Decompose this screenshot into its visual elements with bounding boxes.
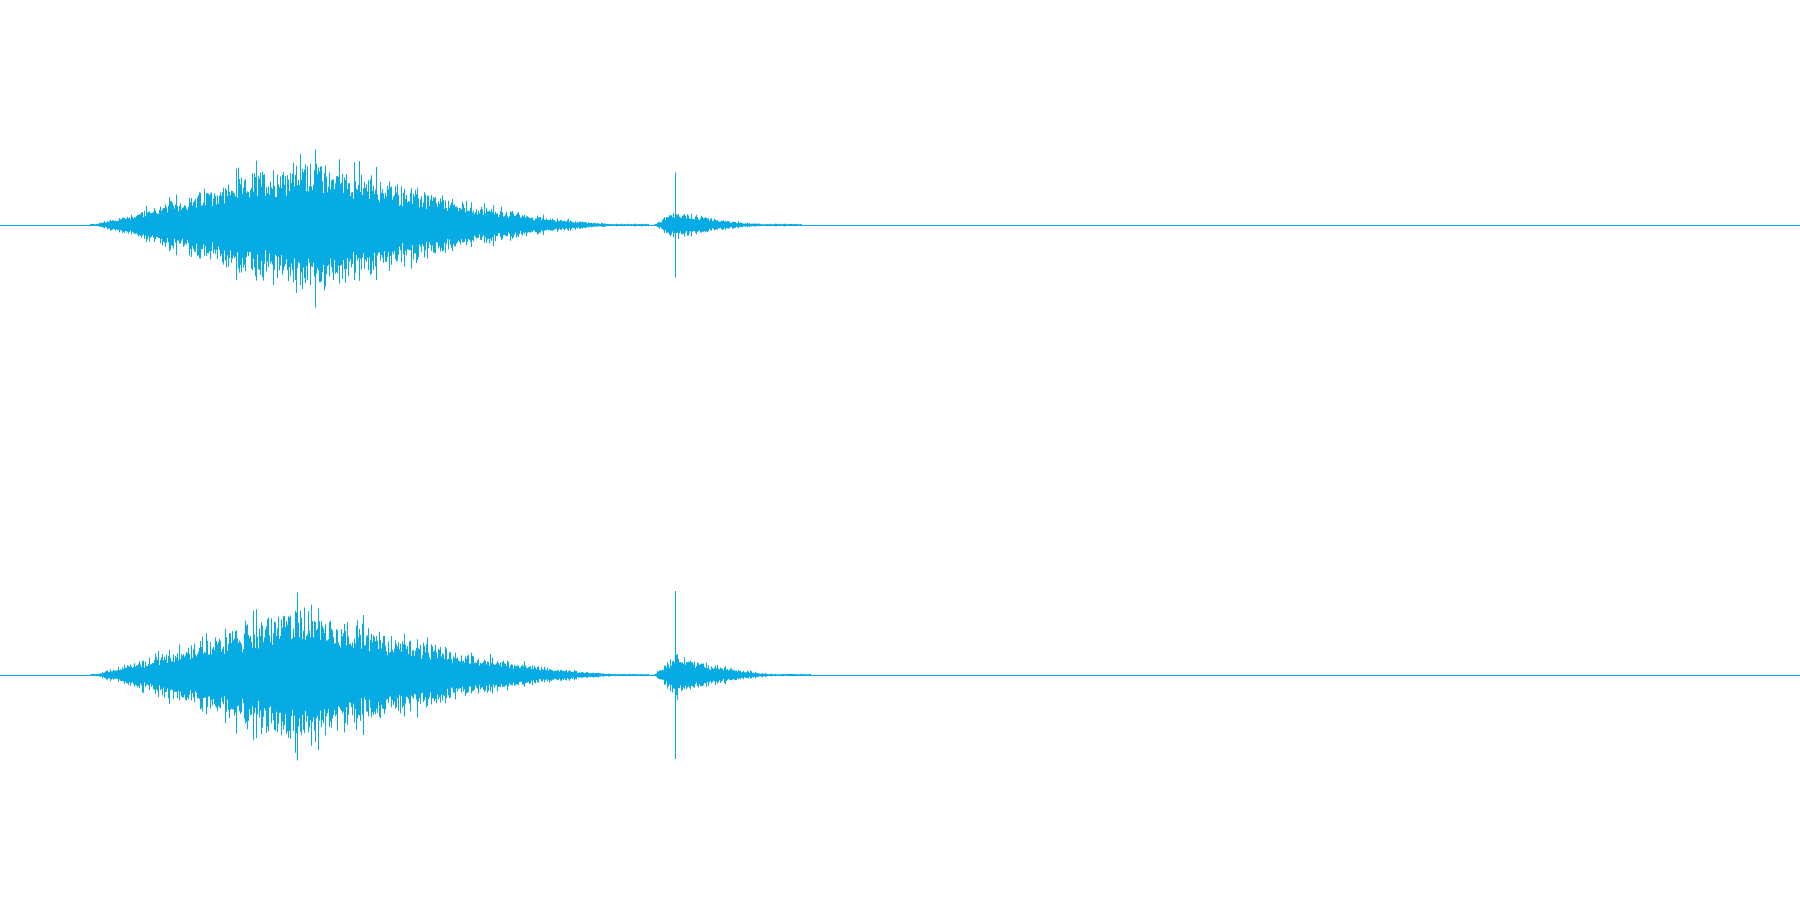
channel-waveform-body [90, 592, 811, 761]
channel-1-waveform[interactable] [0, 149, 1800, 308]
channel-2-waveform[interactable] [0, 591, 1800, 761]
channel-waveform-body [90, 149, 802, 308]
